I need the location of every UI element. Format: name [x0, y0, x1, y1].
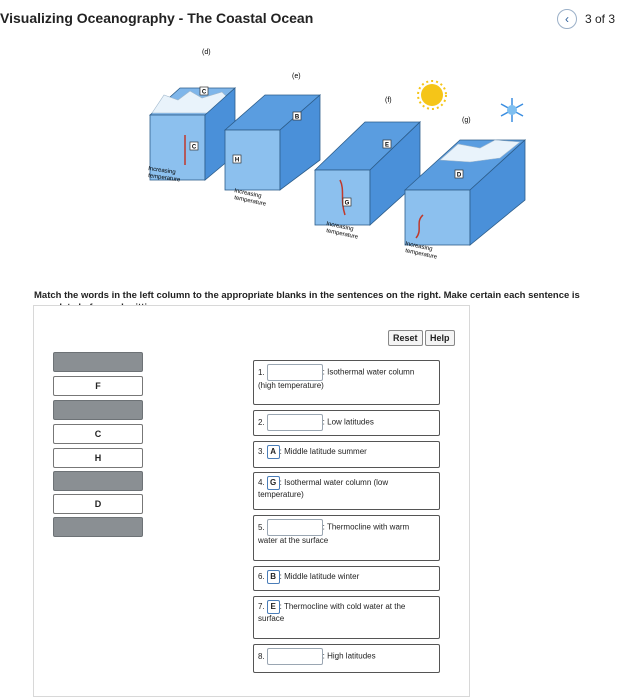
- figure-markers: C C H B E G D: [189, 86, 464, 207]
- svg-text:E: E: [385, 143, 389, 149]
- word-bank-item[interactable]: D: [53, 494, 143, 514]
- chevron-left-icon[interactable]: ‹: [556, 9, 577, 29]
- svg-text:Increasing: Increasing: [148, 166, 176, 176]
- reset-button[interactable]: Reset: [388, 330, 423, 346]
- sentence-2: 2.: Low latitudes: [253, 410, 440, 436]
- svg-text:C: C: [202, 90, 207, 96]
- page-indicator: 3 of 3: [584, 12, 615, 26]
- page-title: Visualizing Oceanography - The Coastal O…: [0, 10, 314, 26]
- svg-text:temperature: temperature: [148, 173, 182, 184]
- panel-label-e: (e): [292, 73, 301, 80]
- answer-blank[interactable]: [266, 648, 323, 665]
- word-bank-item[interactable]: C: [53, 424, 143, 444]
- snowflake-icon: [500, 98, 524, 122]
- sun-icon: [417, 80, 447, 110]
- svg-text:Increasing: Increasing: [234, 188, 262, 200]
- svg-text:D: D: [457, 173, 462, 179]
- block-e: (e) Increasing temperature: [223, 73, 322, 208]
- answer-chip[interactable]: A: [266, 445, 280, 459]
- sentence-7: 7.E: Thermocline with cold water at the …: [253, 596, 440, 639]
- word-bank-item[interactable]: [53, 352, 143, 372]
- sentence-8: 8.: High latitudes: [253, 644, 440, 673]
- answer-blank[interactable]: [266, 364, 323, 381]
- answer-chip[interactable]: G: [266, 476, 280, 490]
- block-f: (f) Increasing temperature: [314, 97, 421, 241]
- ocean-blocks-figure: (d) Increasing temperature (e) Increasin…: [148, 49, 527, 261]
- sentence-5: 5.: Thermocline with warm water at the s…: [253, 515, 440, 561]
- sentence-3: 3.A: Middle latitude summer: [253, 441, 440, 468]
- word-bank-item[interactable]: [53, 517, 143, 537]
- svg-text:B: B: [295, 115, 300, 121]
- sentence-6: 6.B: Middle latitude winter: [253, 566, 440, 591]
- panel-label-d: (d): [202, 49, 211, 56]
- pagination: ‹ 3 of 3: [556, 9, 615, 29]
- svg-text:C: C: [192, 145, 197, 151]
- word-bank-item[interactable]: H: [53, 448, 143, 468]
- word-bank-item[interactable]: [53, 400, 143, 420]
- answer-chip[interactable]: B: [266, 570, 280, 584]
- block-d: (d) Increasing temperature: [148, 49, 237, 184]
- answer-blank[interactable]: [266, 414, 323, 431]
- sentence-4: 4.G: Isothermal water column (low temper…: [253, 472, 440, 510]
- svg-text:H: H: [235, 158, 239, 164]
- word-bank-item[interactable]: [53, 471, 143, 491]
- panel-label-g: (g): [462, 117, 471, 124]
- svg-text:G: G: [345, 201, 350, 207]
- sentence-1: 1.: Isothermal water column (high temper…: [253, 360, 440, 405]
- svg-text:Increasing: Increasing: [326, 221, 354, 233]
- answer-blank[interactable]: [266, 519, 323, 536]
- svg-text:Increasing: Increasing: [405, 241, 433, 253]
- word-bank-item[interactable]: F: [53, 376, 143, 396]
- help-button[interactable]: Help: [425, 330, 455, 346]
- answer-chip[interactable]: E: [266, 600, 280, 614]
- panel-label-f: (f): [385, 97, 392, 104]
- block-g: (g) Increasing temperature: [403, 117, 527, 261]
